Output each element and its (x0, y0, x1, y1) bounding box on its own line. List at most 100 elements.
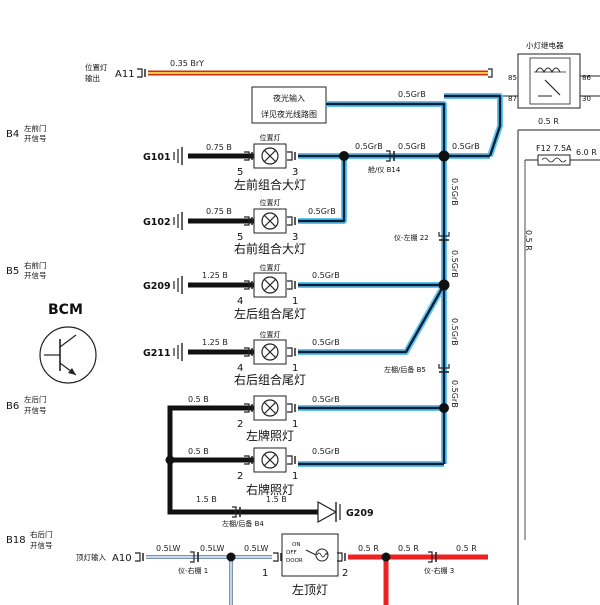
wire-label: 0.5LW (156, 544, 180, 553)
lamp-name: 左后组合尾灯 (234, 306, 306, 321)
lamp-bulb-icon (253, 339, 287, 365)
switch-position: ON (292, 542, 300, 548)
pin-number: 5 (237, 167, 243, 178)
pin-number: 1 (292, 419, 298, 430)
dome-input-label: 顶灯输入 (76, 552, 106, 562)
wire-label: 0.5GrB (398, 90, 426, 99)
pin-number: 2 (237, 471, 243, 482)
pin-label: A11 (115, 69, 135, 80)
bcm-connector-b18: B18 右后门 开信号 (6, 529, 53, 550)
wire-label: 0.5GrB (355, 142, 383, 151)
pin-label: B4 (6, 129, 19, 140)
output-label: 位置灯 (85, 62, 108, 72)
bcm-label: BCM (48, 302, 83, 318)
relay-pin: 30 (582, 95, 591, 103)
bcm-connector-b6: B6 左后门 开信号 (6, 394, 47, 415)
pin-label: A10 (112, 553, 132, 564)
lamp-bulb-icon (253, 395, 287, 421)
switch-position: OFF (286, 550, 297, 556)
pin-number: 1 (262, 568, 268, 579)
connector-label: 开信号 (24, 133, 47, 143)
dome-light-section: 顶灯输入 A10 0.5LW 0.5LW 0.5LW 仪-右棚 1 1 ON O… (76, 533, 488, 605)
connector-label: 开信号 (30, 540, 53, 550)
lamp-right-rear: G211 1.25 B 位置灯 4 1 0.5GrB 右后组合尾灯 (143, 330, 340, 387)
relay-pin: 86 (582, 74, 591, 82)
ground-label: G101 (143, 152, 171, 163)
lamp-bulb-icon (253, 272, 287, 298)
position-output: 位置灯 输出 A11 (85, 62, 146, 83)
ground-label: G211 (143, 348, 171, 359)
relay-pin: 85 (508, 74, 517, 82)
lamp-name: 右后组合尾灯 (234, 372, 306, 387)
ground-icon (173, 275, 183, 295)
fuse-f12: F12 7.5A 6.0 R (525, 144, 600, 166)
ground-label: G209 (143, 281, 171, 292)
connector-label: 仪-左棚 22 (394, 233, 429, 242)
night-box-text: 详见夜光线路图 (261, 109, 317, 119)
wire-label: 0.75 B (206, 143, 232, 152)
ground-label: G102 (143, 217, 171, 228)
inline-connector-leftshed-rear: 左棚/后备 B5 (384, 364, 450, 374)
lamp-right-plate: 0.5 B 2 1 0.5GrB 右牌照灯 (188, 447, 340, 497)
pin-number: 4 (237, 363, 243, 374)
ground-g209-bottom: 1.5 B 1.5 B 左棚/后备 B4 G209 (196, 495, 374, 528)
connector-label: 左前门 (24, 123, 47, 133)
lamp-left-front: G101 0.75 B 位置灯 5 3 左前组合大灯 (143, 133, 306, 192)
lamp-bulb-icon (253, 143, 287, 169)
wire-label: 0.5 R (358, 544, 379, 553)
night-box-text: 夜光输入 (273, 93, 305, 103)
inline-connector-cab-dash: 舱/仪 B14 (368, 150, 401, 174)
wire-label: 0.5GrB (450, 318, 459, 346)
lamp-name: 左顶灯 (292, 582, 328, 597)
lamp-name: 左前组合大灯 (234, 177, 306, 192)
connector-label: 开信号 (24, 270, 47, 280)
connector-label: 仪-右棚 3 (424, 566, 454, 575)
relay-title: 小灯继电器 (526, 40, 564, 50)
lamp-name: 左牌照灯 (246, 428, 294, 443)
wire-label: 1.5 B (266, 495, 287, 504)
lamp-right-front: G102 0.75 B 位置灯 5 3 0.5GrB 右前组合大灯 (143, 198, 336, 256)
pin-label: B6 (6, 401, 19, 412)
wire-label: 0.5GrB (308, 207, 336, 216)
pin-number: 2 (237, 419, 243, 430)
connector-label: 开信号 (24, 405, 47, 415)
connector-label: 左棚/后备 B4 (222, 519, 264, 528)
diode-icon (317, 500, 338, 524)
wire-label: 0.5GrB (452, 142, 480, 151)
wire-label: 0.5LW (244, 544, 268, 553)
lamp-name: 右前组合大灯 (234, 241, 306, 256)
wire-label: 0.5 R (398, 544, 419, 553)
lamp-type-label: 位置灯 (260, 263, 281, 272)
connector-label: 右前门 (24, 260, 47, 270)
lamp-type-label: 位置灯 (260, 198, 281, 207)
connector-label: 左后门 (24, 394, 47, 404)
dome-light-switch (281, 533, 339, 577)
pin-number: 1 (292, 471, 298, 482)
pin-label: B5 (6, 266, 19, 277)
bcm-transistor-icon (39, 326, 97, 384)
lamp-name: 右牌照灯 (246, 482, 294, 497)
grb-wiring (298, 93, 503, 467)
lamp-bulb-icon (253, 208, 287, 234)
wire-label: 0.5 B (188, 395, 209, 404)
wire-label: 1.25 B (202, 338, 228, 347)
wire-label: 1.25 B (202, 271, 228, 280)
fuse-label: F12 7.5A (536, 144, 572, 153)
wire-label: 0.5GrB (312, 271, 340, 280)
dome-bulb-icon (316, 552, 328, 558)
lamp-bulb-icon (253, 447, 287, 473)
wire-label: 0.5 R (524, 230, 533, 251)
lamp-type-label: 位置灯 (260, 330, 281, 339)
wire-label: 0.5GrB (450, 178, 459, 206)
wire-label: 0.5 B (188, 447, 209, 456)
relay-switch-icon (544, 79, 561, 96)
wire-label: 1.5 B (196, 495, 217, 504)
lamp-type-label: 位置灯 (260, 133, 281, 142)
pin-number: 5 (237, 232, 243, 243)
wire-label: 0.5 R (456, 544, 477, 553)
pin-number: 4 (237, 296, 243, 307)
inline-connector-dash-leftshed: 仪-左棚 22 (394, 232, 450, 242)
output-label: 输出 (85, 73, 100, 83)
connector-label: 舱/仪 B14 (368, 165, 401, 174)
